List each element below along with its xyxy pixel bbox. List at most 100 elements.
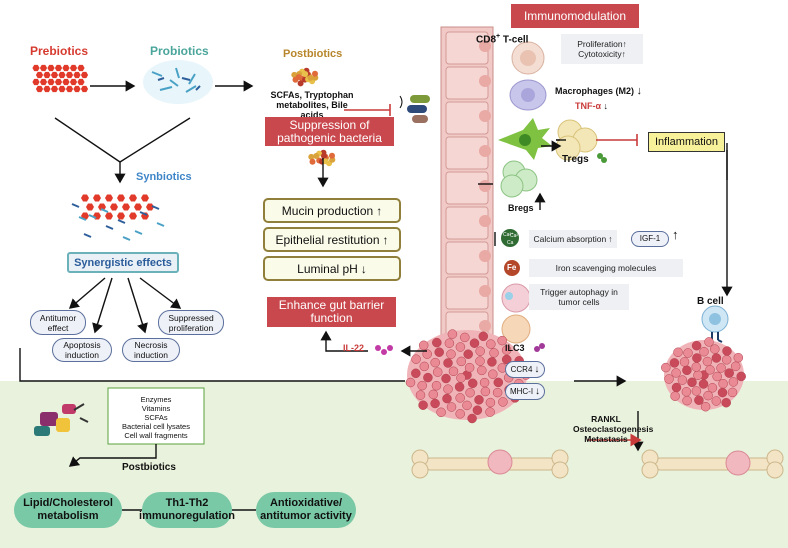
synbiotics-label: Synbiotics (136, 171, 192, 183)
tumor-cell (727, 387, 738, 398)
tumor-cell (707, 383, 718, 393)
tumor-cell (691, 362, 702, 372)
proliferation-label: Proliferation (577, 39, 623, 49)
tumor-cell (419, 361, 430, 372)
cell-nucleus (479, 40, 491, 52)
luminal-ph-box: Luminal pH↓ (263, 256, 401, 281)
tnf-text: TNF-α (575, 101, 602, 111)
tumor-cell (411, 368, 421, 379)
granule (308, 153, 315, 160)
mucin-production-box: Mucin production↑ (263, 198, 401, 223)
hexagon-mark (105, 212, 113, 220)
tumor-cell (711, 353, 722, 363)
tumor-cell (475, 356, 485, 366)
tumor-cell (441, 373, 451, 384)
calcium-absorption-box: Calcium absorption↑ (529, 230, 617, 248)
tumor-cell (443, 384, 453, 394)
tumor-cell (699, 346, 709, 357)
component-item: Cell wall fragments (124, 431, 188, 440)
gut-barrier-box: Enhance gut barrier function (267, 297, 396, 327)
lipid-metabolism-pill: Lipid/Cholesterol metabolism (14, 492, 122, 528)
granule (309, 158, 316, 165)
tumor-cell (434, 347, 444, 357)
hexagon-mark (54, 64, 63, 72)
tumor-cell (475, 346, 485, 356)
tumor-cell (486, 339, 496, 349)
macrophages-down: ↓ (636, 85, 643, 97)
epithelial-restitution-box: Epithelial restitution↑ (263, 227, 401, 252)
components-box (107, 387, 205, 445)
tumor-cell (703, 390, 713, 401)
component-item: SCFAs (144, 413, 168, 422)
tumor-cell (493, 377, 504, 388)
tumor-cell (446, 402, 457, 412)
tumor-cell (472, 405, 483, 415)
hexagon-mark (105, 194, 113, 202)
tumor-cell (467, 378, 478, 389)
granule (312, 70, 318, 77)
macrophages-label: Macrophages (M2) ↓ (555, 85, 642, 97)
dendritic-cell-icon (498, 118, 552, 160)
tumor-cell (430, 398, 440, 409)
granule (313, 153, 320, 159)
tumor-cell (691, 386, 702, 396)
cell-nucleus (479, 110, 491, 122)
tumor-cell (691, 340, 702, 351)
tumor-cell (428, 389, 439, 400)
tumor-cell (456, 356, 467, 367)
tumor-cell (460, 332, 470, 343)
hexagon-mark (98, 203, 106, 211)
tumor-cell (455, 342, 466, 352)
tumor-cell (721, 355, 732, 365)
tumor-cell (418, 340, 429, 351)
macrophage-icon (509, 79, 547, 111)
tumor-cell (432, 367, 443, 377)
il22-label: IL-22 (343, 343, 365, 353)
tumor-cell (733, 352, 744, 363)
tumor-cell (730, 361, 741, 372)
tumor-cell (430, 357, 440, 368)
probiotics-icon (143, 60, 213, 104)
hexagon-mark (110, 203, 118, 211)
tumor-cell (673, 347, 683, 358)
tumor-cell (705, 365, 715, 375)
tumor-cell (693, 370, 703, 380)
hexagon-mark (81, 194, 89, 202)
tumor-cell (704, 337, 714, 347)
tumor-cell (464, 362, 475, 373)
hexagon-mark (58, 85, 66, 93)
hexagon-mark (65, 71, 74, 79)
cd8-label: CD8+ T-cell (476, 33, 528, 45)
tumor-cell (498, 397, 508, 407)
cell-nucleus (479, 145, 491, 157)
hexagon-mark (93, 194, 101, 202)
tumor-cell (716, 363, 726, 373)
hexagon-mark (129, 194, 137, 202)
granule (321, 153, 327, 159)
granule (297, 80, 304, 87)
mucin-label: Mucin production (281, 203, 374, 218)
tumor-cell (418, 400, 428, 410)
hexagon-mark (80, 85, 89, 93)
hexagon-mark (39, 78, 48, 86)
rod-mark (156, 222, 165, 227)
bone-right (641, 449, 784, 479)
tumor-cell (436, 407, 446, 418)
tumor-cell (423, 372, 433, 383)
components-list: Enzymes Vitamins SCFAs Bacterial cell ly… (108, 395, 204, 440)
hexagon-mark (39, 64, 48, 72)
rod-mark (139, 211, 148, 216)
cell-nucleus (479, 180, 491, 192)
hexagon-mark (47, 78, 55, 86)
tumor-cell (463, 349, 473, 359)
tumor-cell (488, 369, 498, 379)
postbiotics-granules-small (308, 149, 336, 167)
hexagon-mark (62, 78, 70, 86)
tumor-cell (447, 329, 458, 339)
cell-nucleus (479, 75, 491, 87)
fe-label: Fe (507, 263, 517, 272)
tumor-mass-right (661, 337, 746, 412)
tumor-cell (497, 335, 507, 346)
postbiotics-title: Postbiotics (283, 48, 343, 60)
